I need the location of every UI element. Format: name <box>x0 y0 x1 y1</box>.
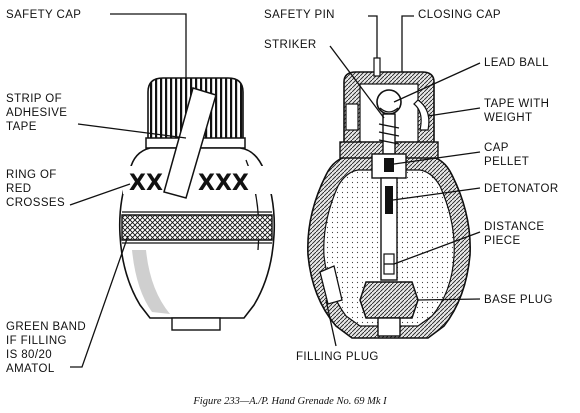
label-ring-1: RING OF <box>6 169 57 181</box>
label-band-3: IS 80/20 <box>6 349 52 361</box>
green-band <box>121 214 273 241</box>
label-ring-3: CROSSES <box>6 197 65 209</box>
left-labels: SAFETY CAP STRIP OF ADHESIVE TAPE RING O… <box>6 9 86 375</box>
label-distance-1: DISTANCE <box>484 221 545 233</box>
filling-plug <box>319 265 343 305</box>
label-distance-2: PIECE <box>484 235 521 247</box>
adhesive-tape-strip <box>163 87 217 199</box>
safety-pin <box>373 57 381 77</box>
exterior-base-plug <box>171 317 221 331</box>
label-strip-1: STRIP OF <box>6 93 62 105</box>
label-strip-2: ADHESIVE <box>6 107 67 119</box>
label-cap-2: PELLET <box>484 156 529 168</box>
lead-ball <box>376 89 402 115</box>
side-weight <box>345 103 359 131</box>
label-striker: STRIKER <box>264 39 317 51</box>
tape-with-weight <box>413 99 430 131</box>
crosses-band <box>123 166 273 194</box>
label-band-2: IF FILLING <box>6 335 67 347</box>
label-closing-cap: CLOSING CAP <box>418 9 501 21</box>
right-labels: SAFETY PIN CLOSING CAP STRIKER LEAD BALL… <box>264 9 559 363</box>
label-cap-1: CAP <box>484 142 509 154</box>
cap-pellet <box>384 158 394 172</box>
left-leaders <box>69 13 187 368</box>
label-band-1: GREEN BAND <box>6 321 86 333</box>
label-tape-1: TAPE WITH <box>484 98 549 110</box>
label-strip-3: TAPE <box>6 121 37 133</box>
label-band-4: AMATOL <box>6 363 55 375</box>
red-crosses-right: XXX <box>198 171 249 196</box>
label-safety-pin: SAFETY PIN <box>264 9 335 21</box>
label-filling-plug: FILLING PLUG <box>296 351 379 363</box>
label-base-plug: BASE PLUG <box>484 294 553 306</box>
right-leaders <box>325 15 481 347</box>
sectional-view <box>307 57 471 339</box>
base-plug-stem <box>377 317 401 337</box>
label-ring-2: RED <box>6 183 31 195</box>
band-ridges <box>122 211 272 244</box>
striker-spring <box>378 123 400 145</box>
red-crosses-left: XX <box>129 171 163 196</box>
detonator <box>385 186 393 214</box>
exterior-view: XX XXX <box>118 77 276 331</box>
label-tape-2: WEIGHT <box>484 112 532 124</box>
figure-caption: Figure 233—A./P. Hand Grenade No. 69 Mk … <box>192 396 387 407</box>
label-safety-cap: SAFETY CAP <box>6 9 81 21</box>
base-plug-section <box>359 281 419 319</box>
label-lead-ball: LEAD BALL <box>484 57 549 69</box>
lead-ball-shade <box>379 107 399 113</box>
label-detonator: DETONATOR <box>484 183 559 195</box>
body-shading <box>132 250 170 314</box>
